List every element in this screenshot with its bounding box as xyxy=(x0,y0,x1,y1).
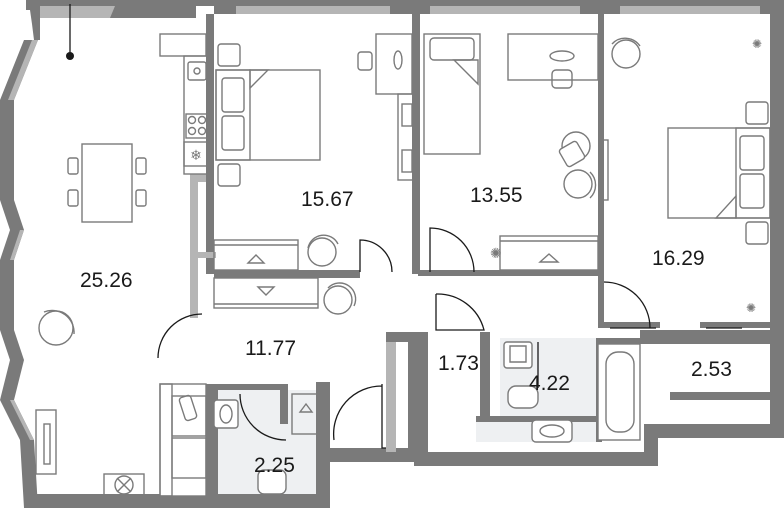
hall-wardrobe xyxy=(213,277,319,309)
nightstand xyxy=(217,163,241,187)
plant-icon: ✺ xyxy=(746,301,756,315)
plant-icon: ✺ xyxy=(752,37,762,51)
area-label-bedroom-2: 13.55 xyxy=(470,184,523,207)
area-label-bathroom: 4.22 xyxy=(529,372,570,395)
area-label-bedroom-1: 15.67 xyxy=(301,188,354,211)
area-label-hallway: 11.77 xyxy=(245,337,296,360)
electrical-panel xyxy=(66,4,74,60)
sofa xyxy=(159,383,207,497)
nightstand xyxy=(217,43,241,67)
plant-icon: ✺ xyxy=(490,245,502,261)
area-label-living-kitchen: 25.26 xyxy=(80,269,133,292)
area-label-closet: 1.73 xyxy=(438,352,479,375)
area-label-wardrobe-room: 2.53 xyxy=(691,358,732,381)
area-label-bedroom-3: 16.29 xyxy=(652,247,705,270)
wardrobe-2 xyxy=(499,235,599,271)
area-label-guest-wc: 2.25 xyxy=(254,454,295,477)
armchair xyxy=(38,309,75,346)
guest-wc-fixtures xyxy=(213,393,321,495)
round-table-2 xyxy=(558,131,597,199)
chair-hall xyxy=(323,282,357,315)
nightstand xyxy=(601,139,609,201)
ac-unit xyxy=(103,473,145,497)
kitchen-counter: ❄ xyxy=(159,33,211,175)
chair-3 xyxy=(611,37,641,69)
doors xyxy=(157,227,742,449)
snowflake-icon: ❄ xyxy=(190,147,202,163)
tv-console xyxy=(35,409,57,475)
desk-2 xyxy=(507,33,599,89)
dining-table xyxy=(67,143,147,223)
chair-1 xyxy=(307,234,339,267)
wardrobe-1 xyxy=(213,239,299,271)
nightstand xyxy=(745,221,769,245)
bed-1 xyxy=(215,69,321,161)
bed-3 xyxy=(667,127,771,219)
bed-2 xyxy=(423,33,481,155)
desk-1 xyxy=(357,33,415,181)
nightstand xyxy=(745,101,769,125)
bathroom-fixtures xyxy=(503,341,641,443)
